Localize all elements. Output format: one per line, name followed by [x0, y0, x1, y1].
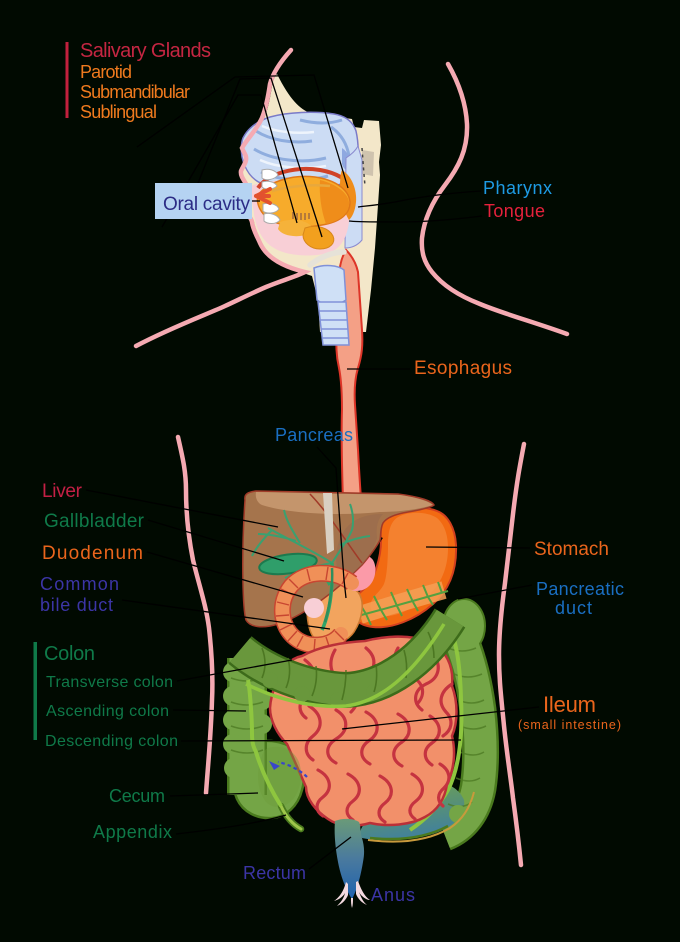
- svg-text:Cecum: Cecum: [109, 786, 165, 806]
- svg-text:Anus: Anus: [371, 885, 415, 905]
- svg-text:Descending colon: Descending colon: [45, 733, 178, 750]
- svg-text:bile duct: bile duct: [40, 595, 113, 615]
- svg-text:Submandibular: Submandibular: [80, 82, 190, 102]
- svg-text:Esophagus: Esophagus: [414, 358, 512, 379]
- svg-text:Duodenum: Duodenum: [42, 543, 143, 564]
- svg-text:Sublingual: Sublingual: [80, 102, 157, 122]
- svg-text:Liver: Liver: [42, 481, 83, 502]
- svg-text:Pancreatic: Pancreatic: [536, 579, 624, 599]
- svg-text:Gallbladder: Gallbladder: [44, 511, 145, 532]
- svg-text:Ileum: Ileum: [543, 692, 596, 717]
- svg-text:Common: Common: [40, 574, 119, 594]
- svg-text:Appendix: Appendix: [93, 822, 172, 842]
- svg-text:Rectum: Rectum: [243, 863, 306, 883]
- svg-text:Colon: Colon: [44, 643, 95, 665]
- svg-text:Pharynx: Pharynx: [483, 178, 552, 198]
- svg-text:Parotid: Parotid: [80, 62, 132, 82]
- svg-text:Pancreas: Pancreas: [275, 425, 353, 445]
- svg-text:Oral cavity: Oral cavity: [163, 194, 251, 215]
- svg-text:(small intestine): (small intestine): [518, 718, 621, 732]
- svg-text:duct: duct: [555, 598, 592, 618]
- svg-text:Stomach: Stomach: [534, 539, 609, 560]
- svg-text:Tongue: Tongue: [484, 201, 545, 221]
- svg-text:Transverse colon: Transverse colon: [46, 674, 173, 691]
- svg-text:Salivary Glands: Salivary Glands: [80, 40, 211, 62]
- svg-text:Ascending colon: Ascending colon: [46, 703, 169, 720]
